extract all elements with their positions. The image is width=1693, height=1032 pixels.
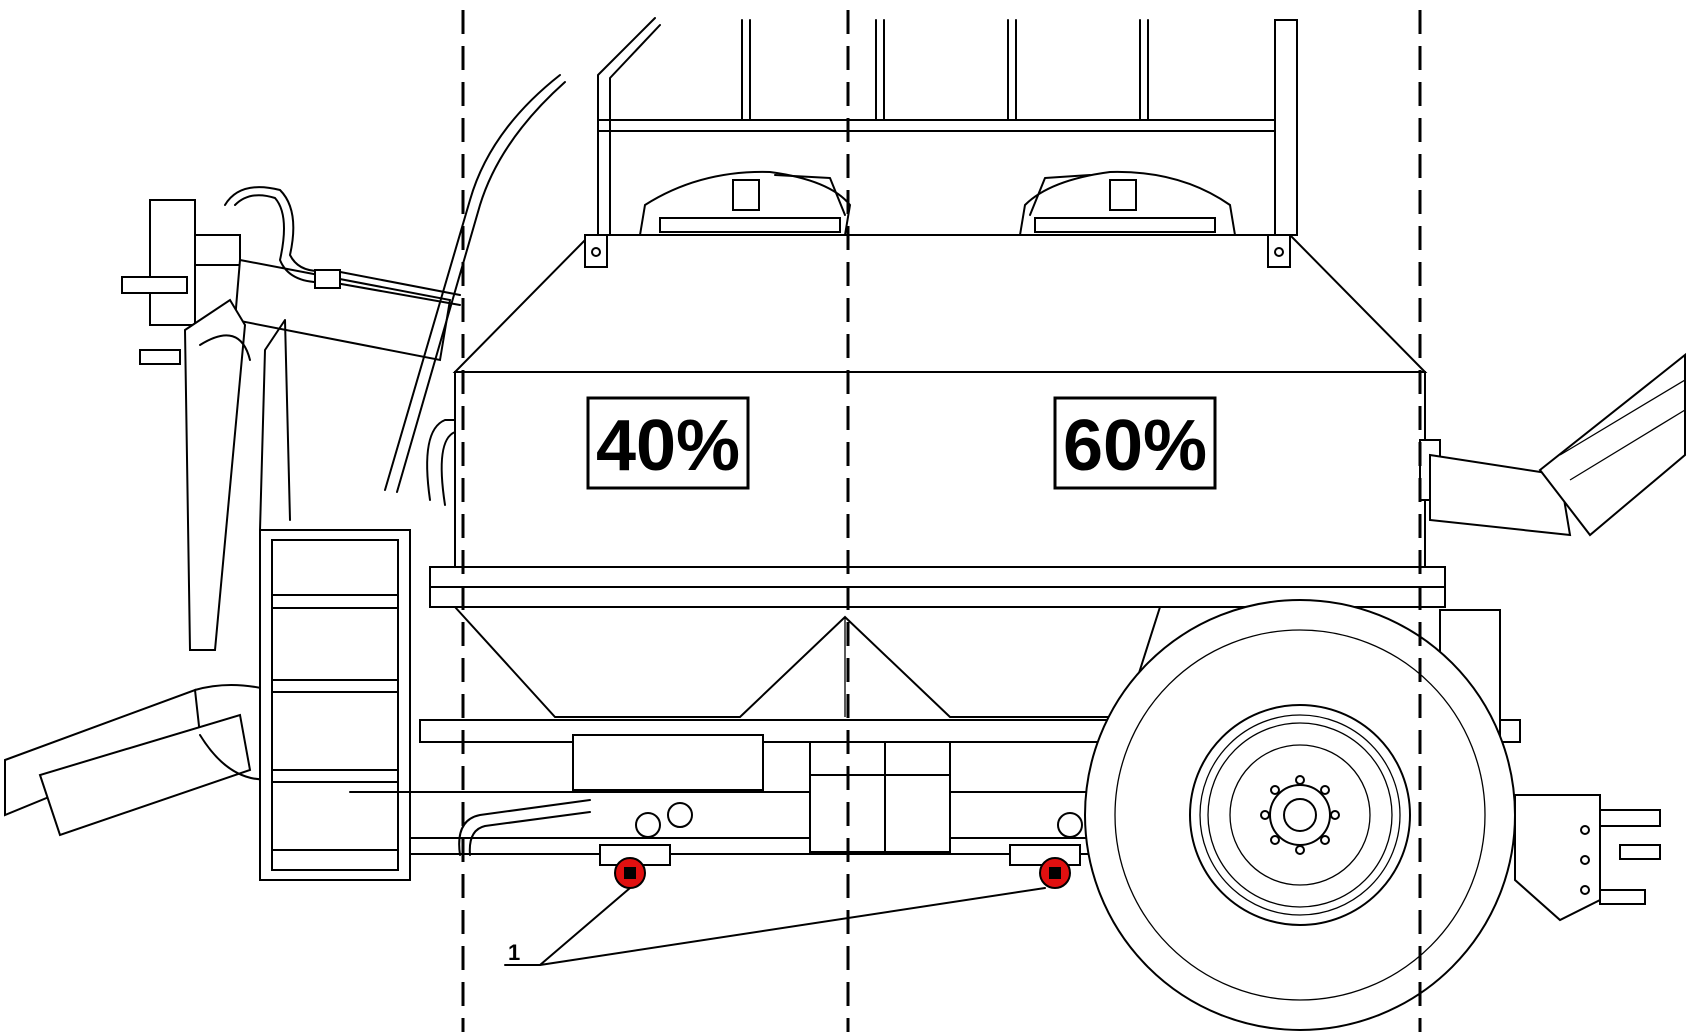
highlighted-drain-plug-left: [614, 857, 646, 889]
callout-1: 1: [504, 887, 1046, 966]
section-divider-lines: [461, 10, 1422, 1032]
hopper-lid-right: [1018, 170, 1237, 236]
metering-units: [458, 799, 1083, 866]
highlighted-drain-plug-right: [1039, 857, 1071, 889]
rear-auger: [4, 684, 301, 837]
top-guard-rail: [597, 17, 1298, 236]
front-auger: [1429, 352, 1686, 537]
compartment-left-percent: 40%: [596, 406, 740, 486]
side-handrail: [384, 74, 566, 506]
wheel: [1084, 599, 1516, 1031]
compartment-right-percent: 60%: [1063, 406, 1207, 486]
hitch-assembly: [1514, 794, 1661, 922]
seed-hopper: [429, 234, 1446, 718]
access-ladder: [259, 319, 411, 881]
compartment-label-right: 60%: [1053, 396, 1217, 490]
callout-number: 1: [508, 940, 520, 965]
compartment-label-left: 40%: [586, 396, 750, 490]
hopper-lid-left: [638, 170, 852, 236]
upper-arm-assembly: [121, 186, 461, 651]
